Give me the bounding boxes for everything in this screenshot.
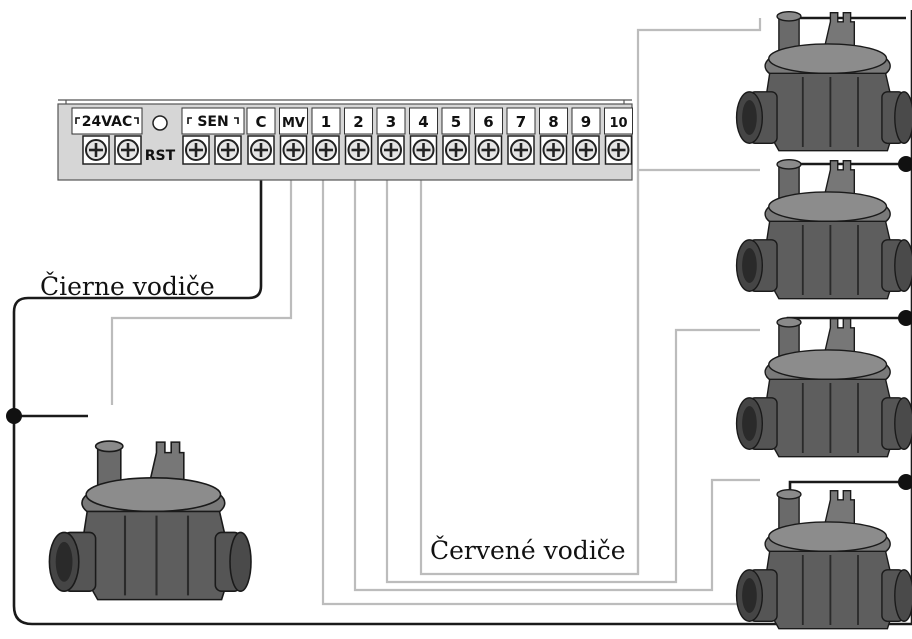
- terminal-label-8: 8: [548, 113, 558, 131]
- terminal-label-box: [311, 107, 341, 135]
- zone-valve-4: [735, 488, 912, 630]
- terminal-label-5: 5: [451, 113, 461, 131]
- terminal-label-mv: MV: [282, 116, 305, 131]
- junction-dots: [6, 156, 912, 490]
- terminal-screw-10: [604, 134, 633, 166]
- terminal-screw-6: [474, 134, 503, 166]
- terminal-screw: [81, 134, 111, 166]
- wire-common-valve-4: [788, 480, 906, 492]
- terminal-screw: [181, 134, 211, 166]
- terminal-screw-4: [409, 134, 438, 166]
- terminal-label-box: [604, 107, 633, 135]
- terminal-screw-7: [506, 134, 536, 166]
- terminal-label-box: [539, 107, 568, 135]
- terminal-screw-5: [441, 134, 471, 166]
- terminal-label-box: [571, 107, 601, 135]
- junction-dot: [898, 310, 912, 326]
- wire-zone-2: [353, 158, 760, 592]
- terminal-label-1: 1: [321, 113, 331, 131]
- terminal-label-box: [409, 107, 438, 135]
- zone-valve-3: [735, 316, 912, 458]
- power-terminal-label: 24VAC: [82, 114, 132, 130]
- terminal-block: 24VAC RST SEN C MV 1 2 3 4 5 6 7 8 9 10: [57, 99, 633, 181]
- terminal-label-3: 3: [386, 113, 396, 131]
- terminal-label-10: 10: [609, 116, 627, 131]
- terminal-screw: [113, 134, 143, 166]
- black-wires-caption: Čierne vodiče: [40, 272, 215, 301]
- terminal-screw-2: [344, 134, 373, 166]
- zone-valve-1: [735, 10, 912, 152]
- junction-dot: [898, 156, 912, 172]
- terminal-screw-8: [539, 134, 568, 166]
- terminal-label-6: 6: [483, 113, 493, 131]
- terminal-label-box: [246, 107, 276, 135]
- terminal-label-box: [506, 107, 536, 135]
- terminal-screw: [213, 134, 243, 166]
- red-wires-caption: Červené vodiče: [430, 536, 626, 565]
- master-valve: [48, 440, 253, 601]
- terminal-label-box: [279, 107, 308, 135]
- terminal-label-2: 2: [353, 113, 363, 131]
- terminal-label-9: 9: [581, 113, 591, 131]
- junction-dot: [898, 474, 912, 490]
- reset-label: RST: [145, 148, 176, 164]
- terminal-label-c: C: [255, 113, 266, 131]
- terminal-label-4: 4: [418, 113, 428, 131]
- terminal-screw-9: [571, 134, 601, 166]
- terminal-screw-c: [246, 134, 276, 166]
- wire-zone-3: [385, 158, 760, 584]
- wire-zone-1: [321, 158, 912, 606]
- terminal-label-box: [474, 107, 503, 135]
- red-wires: [110, 18, 912, 606]
- terminal-screw-mv: [279, 134, 308, 166]
- terminal-screw-1: [311, 134, 341, 166]
- sensor-terminal-label: SEN: [197, 114, 228, 130]
- wire-common: [12, 158, 912, 626]
- wire-mv: [110, 158, 293, 405]
- zone-valve-2: [735, 158, 912, 300]
- wire-zone-5: [636, 18, 762, 574]
- terminal-label-box: [441, 107, 471, 135]
- reset-button[interactable]: [152, 115, 168, 131]
- terminal-screw-3: [376, 134, 406, 166]
- terminal-label-box: [344, 107, 373, 135]
- wire-zone-4: [419, 158, 760, 576]
- junction-dot: [6, 408, 22, 424]
- terminal-label-box: [376, 107, 406, 135]
- terminal-label-7: 7: [516, 113, 526, 131]
